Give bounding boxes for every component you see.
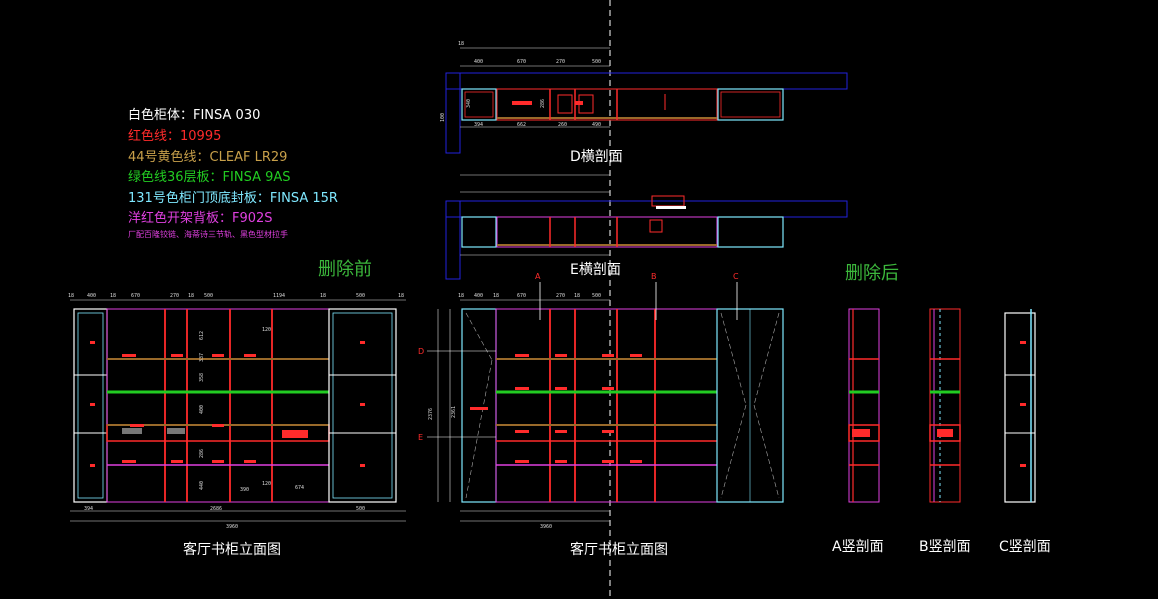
dim-top-right-1: 400 [474,293,483,299]
dim-top-right-3: 670 [517,293,526,299]
dim-inner-left-1: 390 [240,487,249,493]
dim-top-left-6: 500 [204,293,213,299]
dim-section-d-top-4: 270 [556,59,565,65]
marker-e: E [418,433,423,442]
dim-section-d-side-2: 100 [440,113,446,122]
dim-vertical-left-0: 612 [199,331,205,340]
legend-hardware-note: 厂配百隆铰链、海蒂诗三节轨、黑色型材拉手 [128,230,288,239]
marker-b: B [651,272,657,281]
dim-top-left-3: 670 [131,293,140,299]
legend-cyan-line: 131号色柜门顶底封板：FINSA 15R [128,191,338,206]
dim-top-left-8: 18 [320,293,326,299]
label-section-a: A竖剖面 [832,539,884,555]
legend-yellow-line: 44号黄色线：CLEAF LR29 [128,150,288,165]
legend-green-line: 绿色线36层板：FINSA 9AS [128,170,291,185]
label-section-e: E横剖面 [570,262,621,278]
dim-height-right-0: 2376 [428,408,434,420]
dim-top-left-4: 270 [170,293,179,299]
dim-top-right-5: 18 [574,293,580,299]
section-a-drawing [848,308,880,503]
dim-top-right-4: 270 [556,293,565,299]
dim-total-left: 3960 [226,524,238,530]
dim-vertical-left-3: 400 [199,405,205,414]
legend-magenta-back: 洋红色开架背板：F902S [128,211,273,226]
marker-c: C [733,272,739,281]
label-section-b: B竖剖面 [919,539,971,555]
label-elevation-right: 客厅书柜立面图 [570,542,668,558]
dim-top-left-1: 400 [87,293,96,299]
dim-section-d-bottom-3: 490 [592,122,601,128]
section-d-drawing [445,47,848,154]
dim-top-left-0: 18 [68,293,74,299]
dim-vertical-left-4: 286 [199,449,205,458]
dim-section-d-top-6: 500 [592,59,601,65]
dim-bottom-left-0: 394 [84,506,93,512]
dim-total-right: 3960 [540,524,552,530]
dim-vertical-left-1: 337 [199,353,205,362]
dim-section-d-top-3: 670 [517,59,526,65]
label-section-d: D横剖面 [570,149,623,165]
dimension-texts: 18 400 18 670 270 18 500 1194 18 500 18 … [68,41,601,530]
dim-bottom-left-2: 500 [356,506,365,512]
dim-top-right-0: 18 [458,293,464,299]
elevation-before-drawing [70,299,406,522]
marker-a: A [535,272,541,281]
dim-section-d-bottom-0: 394 [474,122,483,128]
legend-white-body: 白色柜体：FINSA 030 [128,108,261,123]
dim-top-left-5: 18 [188,293,194,299]
section-markers: A B C D E [418,272,739,442]
dim-inner-left-0: 120 [262,327,271,333]
dim-vertical-left-5: 440 [199,481,205,490]
title-before: 删除前 [318,259,372,280]
label-elevation-left: 客厅书柜立面图 [183,542,281,558]
dim-section-d-top-1: 400 [474,59,483,65]
section-c-drawing [1004,309,1036,503]
dim-bottom-left-1: 2686 [210,506,222,512]
dim-inner-left-2: 120 [262,481,271,487]
dim-inner-left-3: 674 [295,485,304,491]
dim-top-right-2: 18 [493,293,499,299]
marker-d: D [418,347,424,356]
dim-top-right-6: 500 [592,293,601,299]
dim-height-right-1: 2361 [451,406,457,418]
dim-vertical-left-2: 358 [199,373,205,382]
dim-section-d-side-0: 340 [466,99,472,108]
section-b-drawing [929,308,961,503]
dim-section-d-bottom-1: 662 [517,122,526,128]
dim-section-d-side-1: 286 [540,99,546,108]
legend-red-line: 红色线：10995 [128,129,222,144]
dim-section-d-bottom-2: 260 [558,122,567,128]
dim-top-left-9: 500 [356,293,365,299]
section-e-drawing [445,174,848,280]
dim-top-left-2: 18 [110,293,116,299]
dim-section-d-top-0: 18 [458,41,464,47]
elevation-right-drawing [427,282,784,522]
dim-top-left-10: 18 [398,293,404,299]
title-after: 删除后 [845,263,899,284]
dim-top-left-7: 1194 [273,293,285,299]
label-section-c: C竖剖面 [999,539,1051,555]
